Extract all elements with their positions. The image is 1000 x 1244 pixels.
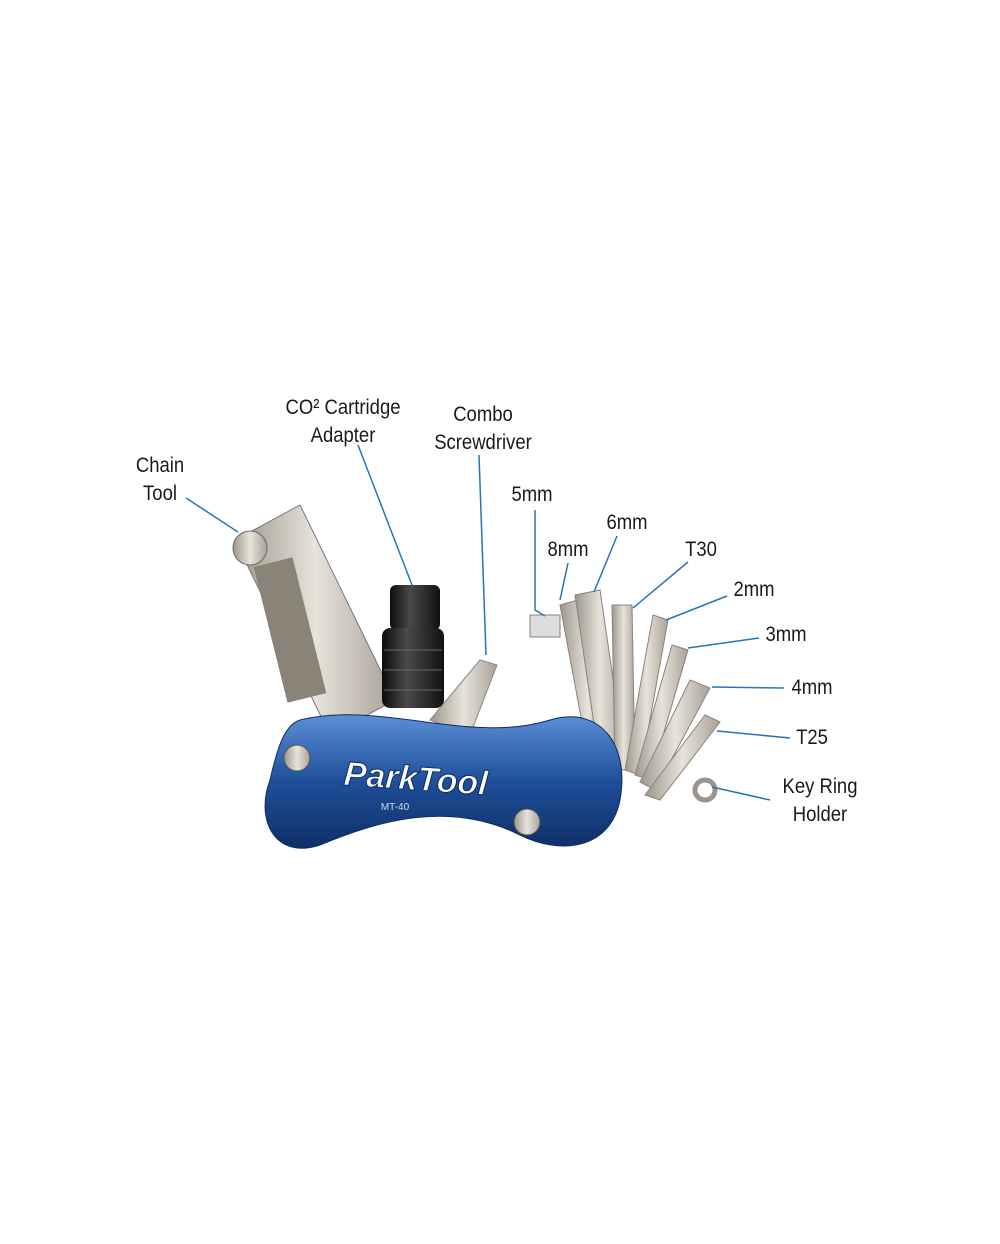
label-combo-screwdriver: Combo Screwdriver (417, 401, 549, 457)
label-t25: T25 (796, 726, 828, 749)
label-2mm: 2mm (733, 578, 775, 601)
label-t30: T30 (685, 538, 717, 561)
label-chain-tool: Chain Tool (125, 452, 195, 508)
leader-lines (185, 444, 791, 801)
bolt-icon (513, 808, 541, 836)
label-line: Holder (792, 803, 848, 826)
label-4mm: 4mm (791, 676, 833, 699)
label-line: Combo (453, 403, 513, 426)
label-line: Tool (143, 482, 177, 505)
model-number: MT-40 (381, 802, 410, 813)
label-line: Adapter (310, 424, 376, 447)
brand-logo: ParkTool (343, 755, 491, 803)
label-line: Key Ring (782, 775, 858, 798)
label-line: CO² Cartridge (285, 396, 401, 419)
chain-tool (232, 504, 396, 736)
label-co2-adapter: CO² Cartridge Adapter (273, 394, 414, 450)
label-line: Chain (135, 454, 185, 477)
label-5mm: 5mm (511, 483, 553, 506)
label-8mm: 8mm (547, 538, 589, 561)
label-3mm: 3mm (765, 623, 807, 646)
co2-adapter (382, 585, 444, 708)
tool-body: ParkTool MT-40 (264, 714, 623, 849)
label-6mm: 6mm (606, 511, 648, 534)
bolt-icon (283, 744, 311, 772)
label-line: Screwdriver (434, 431, 532, 454)
label-key-ring-holder: Key Ring Holder (772, 773, 869, 829)
